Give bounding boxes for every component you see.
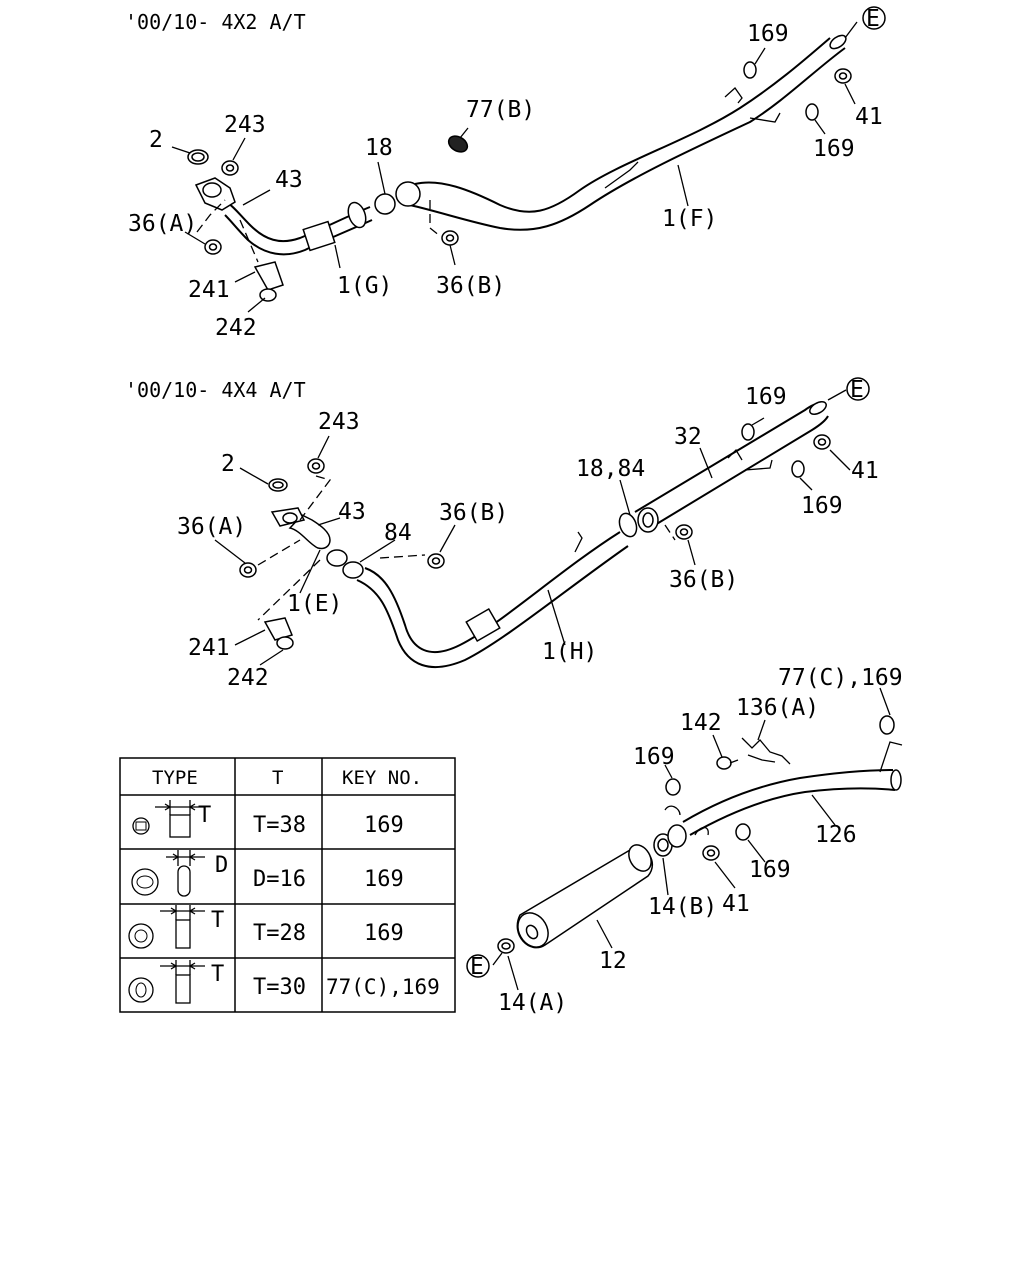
callout-169-mid-b: 169 (801, 493, 843, 519)
callout-36a-top: 36(A) (128, 211, 197, 237)
table-row-1-key: 169 (364, 813, 404, 838)
type-icon-row-3 (128, 905, 205, 949)
type-icon-row-4 (128, 960, 205, 1004)
callout-243-mid: 243 (318, 409, 360, 435)
type-icon-row-1 (132, 800, 205, 838)
callout-136a: 136(A) (736, 695, 819, 721)
callout-43-top: 43 (275, 167, 303, 193)
callout-12: 12 (599, 948, 627, 974)
callout-126: 126 (815, 822, 857, 848)
table-header-key-no: KEY NO. (342, 767, 422, 789)
callout-243-top: 243 (224, 112, 266, 138)
callout-242-top: 242 (215, 315, 257, 341)
callout-241-top: 241 (188, 277, 230, 303)
callout-e-mid: E (850, 377, 864, 403)
callout-169-top-a: 169 (747, 21, 789, 47)
callout-77c-169: 77(C),169 (778, 665, 903, 691)
section-4x2-header: '00/10- 4X2 A/T (125, 10, 306, 34)
table-header-t: T (272, 767, 283, 789)
callout-2-top: 2 (149, 127, 163, 153)
table-row-3-dim-letter: T (211, 908, 224, 933)
section-4x4: '00/10- 4X4 A/T (125, 377, 879, 691)
callout-169-mid-a: 169 (745, 384, 787, 410)
table-row-3-dim: T=28 (253, 921, 306, 946)
ref-circle-e (862, 6, 886, 30)
table-header-type: TYPE (152, 767, 198, 789)
type-icon-row-2 (131, 850, 205, 897)
callout-1e: 1(E) (287, 591, 342, 617)
table-row-4-key: 77(C),169 (326, 975, 440, 999)
callout-32: 32 (674, 424, 702, 450)
callout-36b-top: 36(B) (436, 273, 505, 299)
callout-1f: 1(F) (662, 206, 717, 232)
callout-169-bot-b: 169 (749, 857, 791, 883)
callout-84: 84 (384, 520, 412, 546)
ref-circle-e-mid (846, 377, 870, 401)
callout-14b: 14(B) (648, 894, 717, 920)
section-4x4-header: '00/10- 4X4 A/T (125, 378, 306, 402)
section-4x2: '00/10- 4X2 A/T (125, 6, 886, 341)
callout-18-84: 18,84 (576, 456, 645, 482)
callout-1g: 1(G) (337, 273, 392, 299)
section-muffler: 77(C),169 142 136(A) 169 126 169 14(B) 4… (466, 665, 903, 1016)
ref-circle-e-bot (466, 954, 490, 978)
callout-14a: 14(A) (498, 990, 567, 1016)
table-row-2-key: 169 (364, 867, 404, 892)
table-row-2-dim-letter: D (215, 853, 228, 878)
callout-242-mid: 242 (227, 665, 269, 691)
callout-43-mid: 43 (338, 499, 366, 525)
callout-41-top: 41 (855, 104, 883, 130)
table-row-1-dim-letter: T (198, 803, 211, 828)
callout-241-mid: 241 (188, 635, 230, 661)
callout-36a-mid: 36(A) (177, 514, 246, 540)
table-row-1-dim: T=38 (253, 813, 306, 838)
table-row-4-dim: T=30 (253, 975, 306, 1000)
callout-77b: 77(B) (466, 97, 535, 123)
callout-41-bot: 41 (722, 891, 750, 917)
callout-142: 142 (680, 710, 722, 736)
callout-169-bot-a: 169 (633, 744, 675, 770)
table-row-2-dim: D=16 (253, 867, 306, 892)
type-table: TYPE T KEY NO. T T=38 169 D D=16 169 (119, 757, 456, 1013)
table-row-4-dim-letter: T (211, 962, 224, 987)
callout-e-top: E (866, 6, 880, 32)
callout-36b-mid-b: 36(B) (669, 567, 738, 593)
callout-1h: 1(H) (542, 639, 597, 665)
callout-2-mid: 2 (221, 451, 235, 477)
table-row-3-key: 169 (364, 921, 404, 946)
callout-e-bot: E (470, 954, 484, 980)
callout-169-top-b: 169 (813, 136, 855, 162)
callout-18-top: 18 (365, 135, 393, 161)
callout-36b-mid-a: 36(B) (439, 500, 508, 526)
callout-41-mid: 41 (851, 458, 879, 484)
